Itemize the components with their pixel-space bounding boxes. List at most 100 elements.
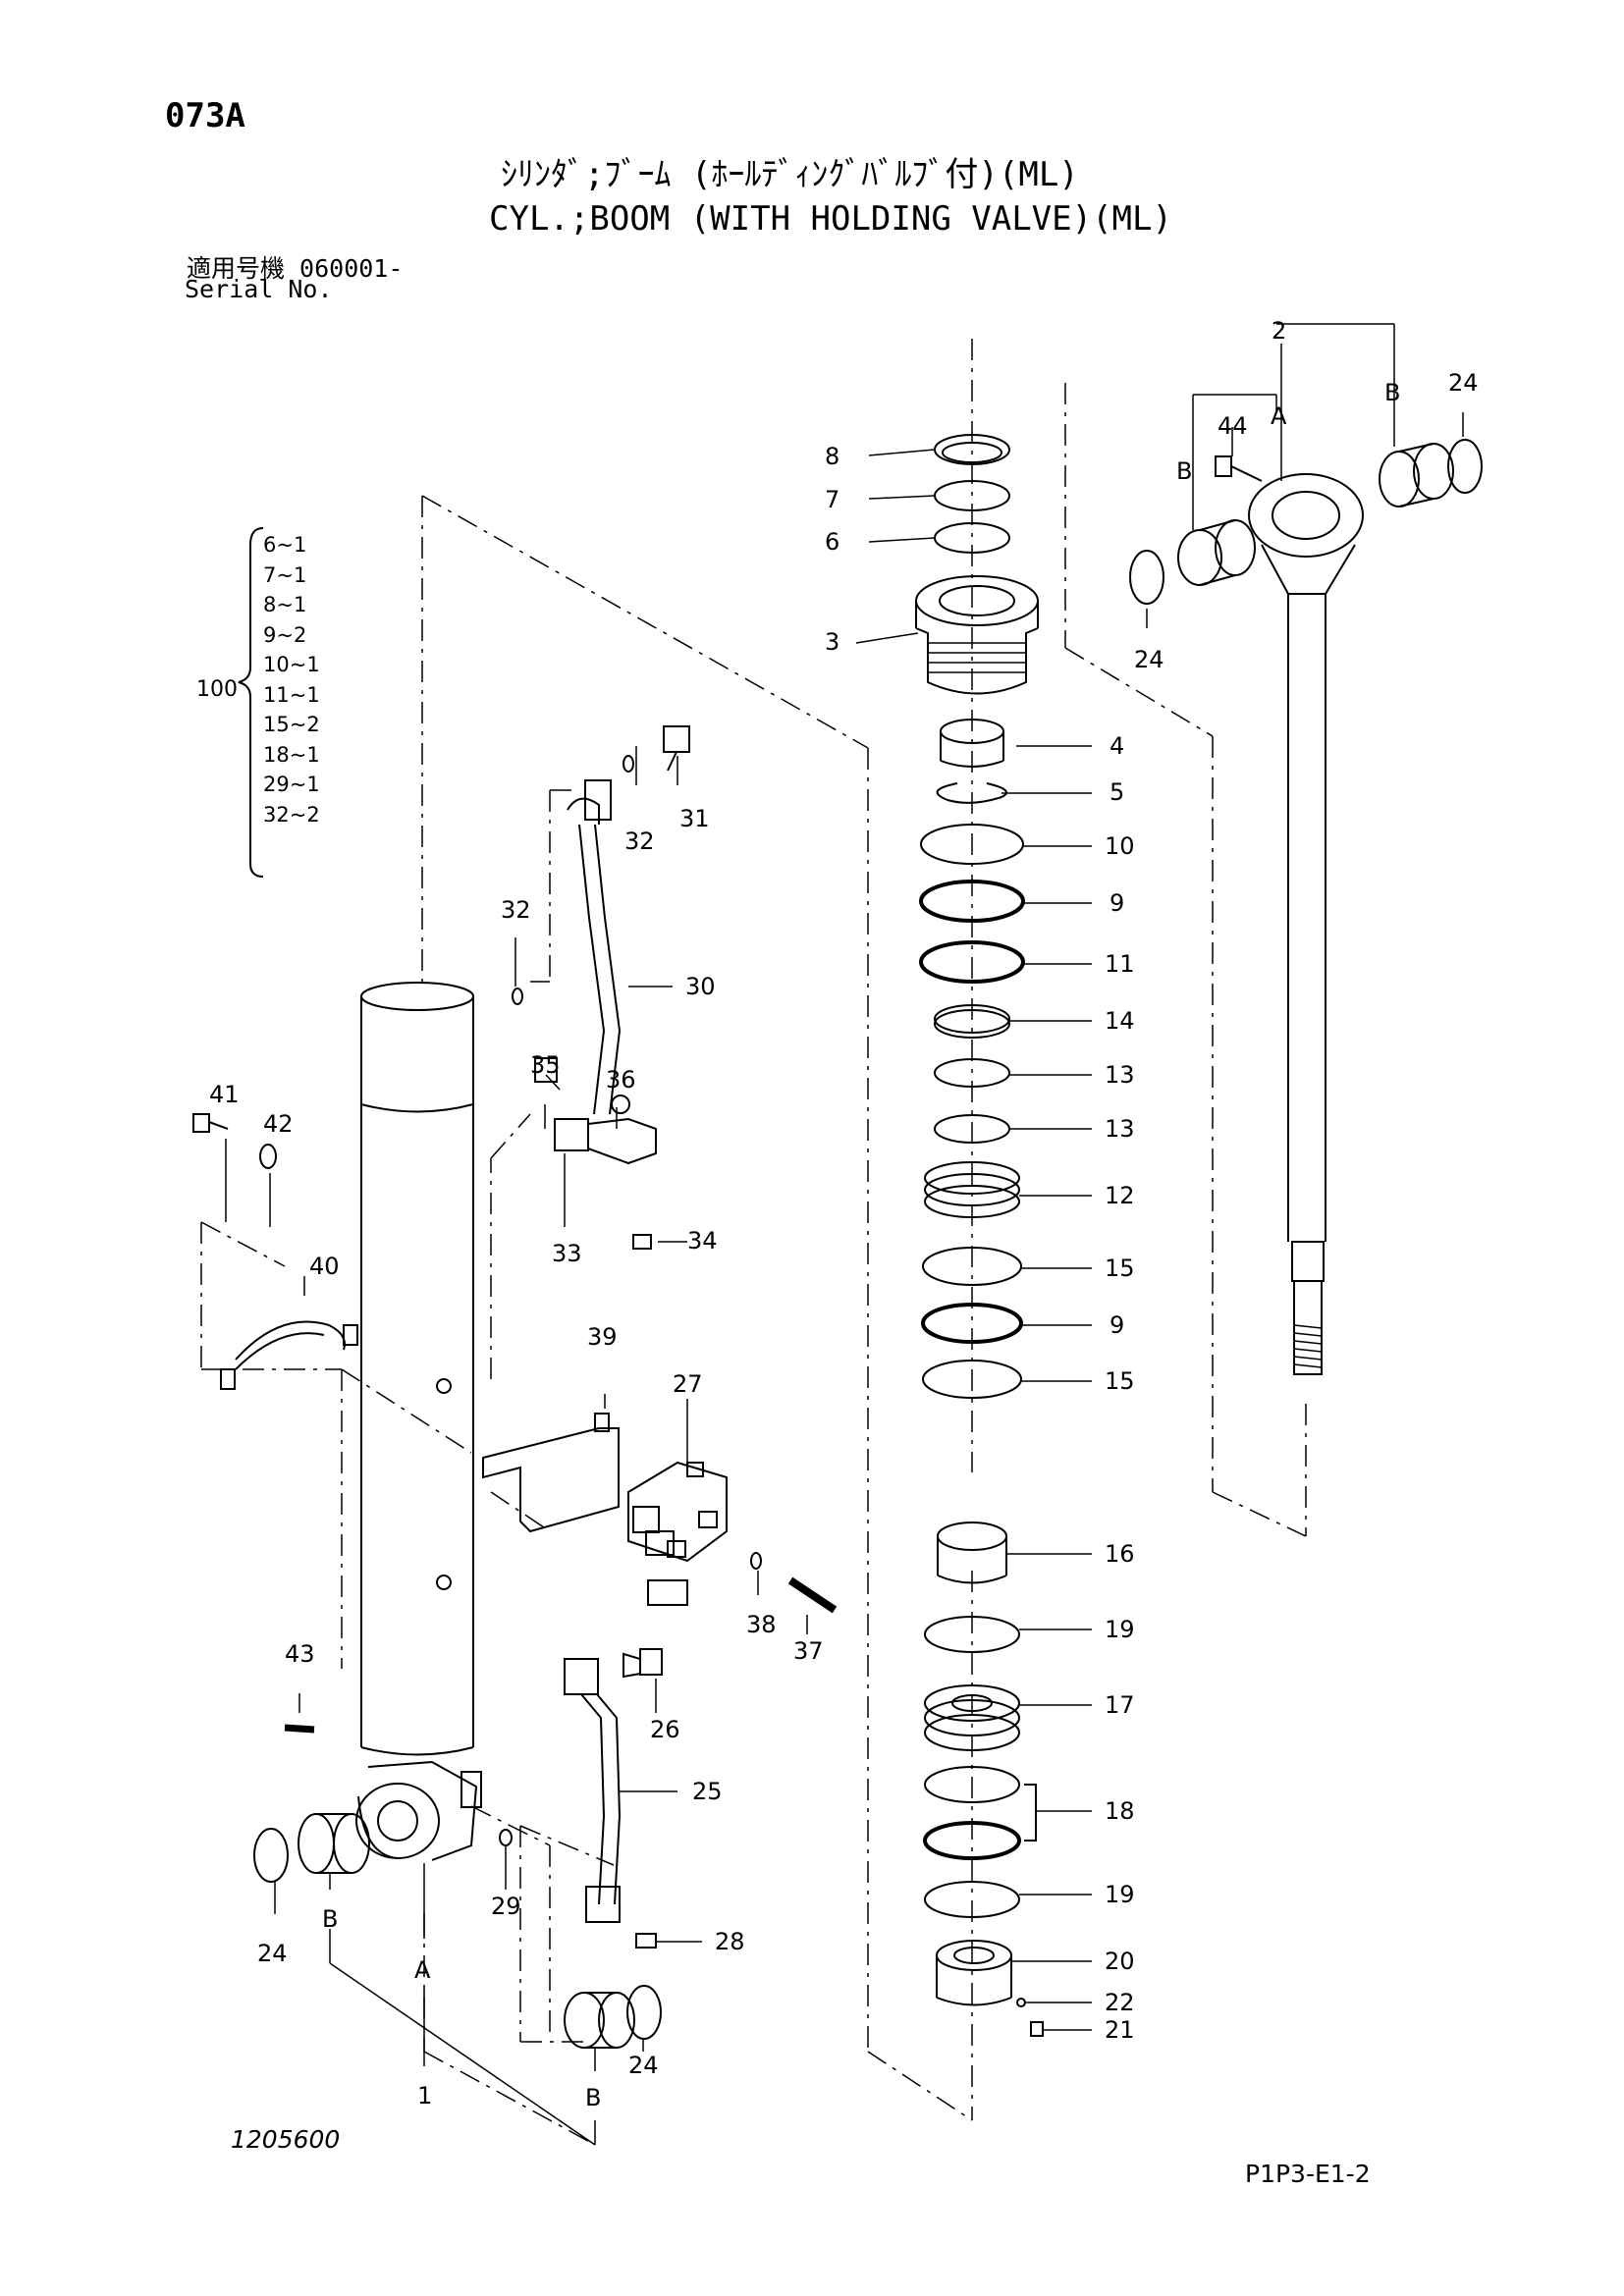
drawing-number: 1205600 xyxy=(231,2125,341,2154)
o-ring xyxy=(512,988,523,1005)
callout-label: 9 xyxy=(1110,889,1124,917)
callout-label: 18 xyxy=(1105,1797,1135,1825)
callout-label: 25 xyxy=(692,1778,723,1805)
pipe-lower xyxy=(564,1658,622,1923)
cylinder-head xyxy=(915,575,1039,695)
page-reference: P1P3-E1-2 xyxy=(1245,2160,1371,2188)
callout-label: 3 xyxy=(825,628,839,656)
reference-label: B xyxy=(322,1905,338,1933)
bolt xyxy=(635,1933,657,1949)
flange xyxy=(554,1117,657,1165)
cushion-bearing xyxy=(937,1522,1007,1584)
callout-label: 29 xyxy=(491,1893,521,1920)
snap-ring xyxy=(253,1828,289,1883)
callout-label: 24 xyxy=(257,1940,288,1967)
callout-label: 34 xyxy=(687,1227,718,1255)
backup-ring xyxy=(922,1247,1022,1286)
piston xyxy=(924,1684,1020,1751)
grease-fitting xyxy=(1215,455,1263,482)
o-ring xyxy=(623,755,634,773)
kit-item: 29~1 xyxy=(263,773,320,796)
pipe-upper xyxy=(567,779,622,1115)
callout-label: 11 xyxy=(1105,950,1135,978)
callout-label: 37 xyxy=(793,1637,824,1665)
grease-fitting xyxy=(284,1724,315,1734)
callout-label: 2 xyxy=(1272,317,1286,345)
callout-label: 24 xyxy=(1448,369,1479,397)
callout-label: 8 xyxy=(825,443,839,470)
callout-label: 30 xyxy=(685,973,716,1000)
callout-label: 5 xyxy=(1110,778,1124,806)
callout-label: 19 xyxy=(1105,1881,1135,1908)
callout-label: 14 xyxy=(1105,1007,1135,1035)
callout-label: 44 xyxy=(1218,412,1248,440)
callout-label: 17 xyxy=(1105,1691,1135,1719)
callout-label: 13 xyxy=(1105,1061,1135,1089)
snap-ring xyxy=(1129,550,1164,605)
reference-label: A xyxy=(414,1956,431,1984)
callout-label: 9 xyxy=(1110,1311,1124,1339)
callout-label: 39 xyxy=(587,1323,618,1351)
callout-label: 16 xyxy=(1105,1540,1135,1568)
title-japanese: ｼﾘﾝﾀﾞ;ﾌﾞｰﾑ (ﾎｰﾙﾃﾞｨﾝｸﾞﾊﾞﾙﾌﾞ付)(ML) xyxy=(501,155,1079,194)
o-ring xyxy=(499,1829,513,1846)
callout-label: 19 xyxy=(1105,1616,1135,1643)
kit-brace xyxy=(238,527,264,878)
callout-label: 24 xyxy=(1134,646,1164,673)
callout-label: 24 xyxy=(628,2052,659,2079)
snap-ring xyxy=(626,1985,662,2040)
valve-bracket xyxy=(482,1413,620,1533)
seal-ring xyxy=(924,1161,1020,1218)
o-ring xyxy=(750,1552,762,1570)
reference-label: B xyxy=(1176,457,1192,485)
centerlines xyxy=(200,339,1307,2146)
callout-label: 12 xyxy=(1105,1182,1135,1209)
seal-ring xyxy=(924,1766,1020,1803)
piston-rod xyxy=(1248,473,1364,1375)
callout-label: 20 xyxy=(1105,1948,1135,1975)
callout-label: 6 xyxy=(825,528,839,556)
callout-label: 40 xyxy=(309,1253,340,1280)
snap-ring xyxy=(936,782,1007,804)
kit-item: 11~1 xyxy=(263,682,320,707)
callout-label: 36 xyxy=(606,1066,636,1094)
title-english: CYL.;BOOM (WITH HOLDING VALVE)(ML) xyxy=(489,199,1172,239)
callout-label: 13 xyxy=(1105,1115,1135,1143)
callout-label: 21 xyxy=(1105,2016,1135,2044)
callout-label: 7 xyxy=(825,486,839,513)
tube-bushing-left xyxy=(298,1813,370,1874)
bolt xyxy=(192,1113,229,1133)
callout-label: 41 xyxy=(209,1081,240,1108)
page-code: 073A xyxy=(165,96,245,135)
slide-ring xyxy=(924,1881,1020,1918)
callout-label: 4 xyxy=(1110,732,1124,760)
buffer-ring xyxy=(934,1004,1010,1039)
callout-label: 15 xyxy=(1105,1367,1135,1395)
callout-label: 22 xyxy=(1105,1989,1135,2016)
kit-item: 32~2 xyxy=(263,802,320,827)
holding-valve xyxy=(627,1461,728,1606)
tube-bushing-right xyxy=(564,1992,635,2049)
band-clamp xyxy=(220,1320,358,1390)
o-ring xyxy=(919,880,1025,923)
cylinder-tube xyxy=(355,982,482,1861)
spring-washer xyxy=(259,1144,277,1169)
callout-label: 27 xyxy=(673,1370,703,1398)
serial-label-japanese: 適用号機 060001- xyxy=(187,254,404,283)
o-ring xyxy=(921,1303,1023,1344)
callout-labels: 1 2 3 4 5 6 7 8 10 9 11 14 13 13 12 15 9… xyxy=(209,317,1479,2111)
o-ring xyxy=(919,940,1025,984)
rod-bushing-left xyxy=(1177,519,1256,586)
bolt xyxy=(632,1234,652,1250)
kit-contents-list: 6~1 7~1 8~1 9~2 10~1 11~1 15~2 18~1 29~1… xyxy=(263,530,320,829)
callout-label: 10 xyxy=(1105,832,1135,860)
leader-lines xyxy=(225,323,1464,2146)
u-ring xyxy=(934,1058,1010,1088)
callout-label: 1 xyxy=(417,2082,432,2109)
kit-item: 9~2 xyxy=(263,622,307,647)
callout-label: 26 xyxy=(650,1716,680,1743)
backup-ring xyxy=(920,824,1024,865)
rod-bushing-right xyxy=(1379,443,1454,507)
callout-label: 15 xyxy=(1105,1255,1135,1282)
reference-label: B xyxy=(585,2084,601,2111)
